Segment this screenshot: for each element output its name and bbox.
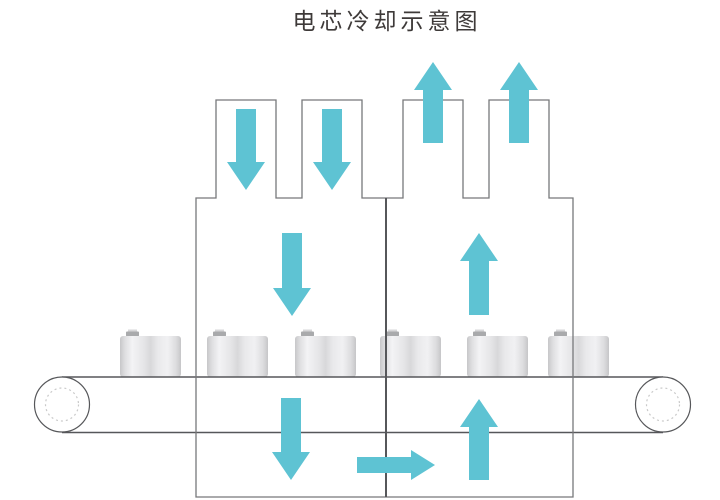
airflow-arrow-inlet-1-down-icon bbox=[227, 109, 265, 190]
cell-body bbox=[207, 336, 268, 377]
airflow-arrow-chamber-right-up-icon bbox=[460, 233, 498, 315]
cell-terminal bbox=[554, 331, 567, 337]
airflow-arrow-under-belt-up-icon bbox=[460, 399, 498, 480]
airflow-arrow-under-belt-down-icon bbox=[272, 398, 310, 480]
cell-terminal bbox=[473, 331, 486, 337]
cell-body bbox=[380, 336, 441, 377]
cell-terminal-cap bbox=[475, 329, 484, 333]
airflow-arrow-under-belt-right-icon bbox=[357, 450, 435, 480]
airflow-arrow-outlet-2-up-icon bbox=[500, 62, 538, 143]
battery-cell bbox=[380, 329, 441, 377]
cooling-chamber-outline bbox=[195, 99, 574, 498]
roller-hub-left-icon bbox=[44, 387, 80, 422]
battery-cell bbox=[548, 329, 609, 377]
battery-cell bbox=[467, 329, 528, 377]
cell-terminal-cap bbox=[388, 329, 397, 333]
diagram-title: 电芯冷却示意图 bbox=[292, 8, 482, 34]
cell-body bbox=[295, 336, 356, 377]
conveyor-roller-right bbox=[634, 376, 692, 433]
cell-body bbox=[467, 336, 528, 377]
cell-body bbox=[548, 336, 609, 377]
airflow-arrow-inlet-2-down-icon bbox=[313, 109, 351, 190]
conveyor-roller-left bbox=[33, 376, 91, 433]
airflow-arrow-chamber-left-down-icon bbox=[273, 233, 311, 316]
cell-terminal-cap bbox=[128, 329, 137, 333]
roller-hub-right-icon bbox=[645, 387, 681, 422]
battery-cell bbox=[120, 329, 181, 377]
cell-terminal bbox=[126, 331, 139, 337]
cell-terminal bbox=[386, 331, 399, 337]
cell-terminal-cap bbox=[215, 329, 224, 333]
cell-terminal bbox=[301, 331, 314, 337]
cell-terminal-cap bbox=[303, 329, 312, 333]
battery-cell bbox=[295, 329, 356, 377]
cell-terminal-cap bbox=[556, 329, 565, 333]
cell-body bbox=[120, 336, 181, 377]
airflow-arrow-outlet-1-up-icon bbox=[414, 62, 452, 143]
battery-cell bbox=[207, 329, 268, 377]
cell-terminal bbox=[213, 331, 226, 337]
